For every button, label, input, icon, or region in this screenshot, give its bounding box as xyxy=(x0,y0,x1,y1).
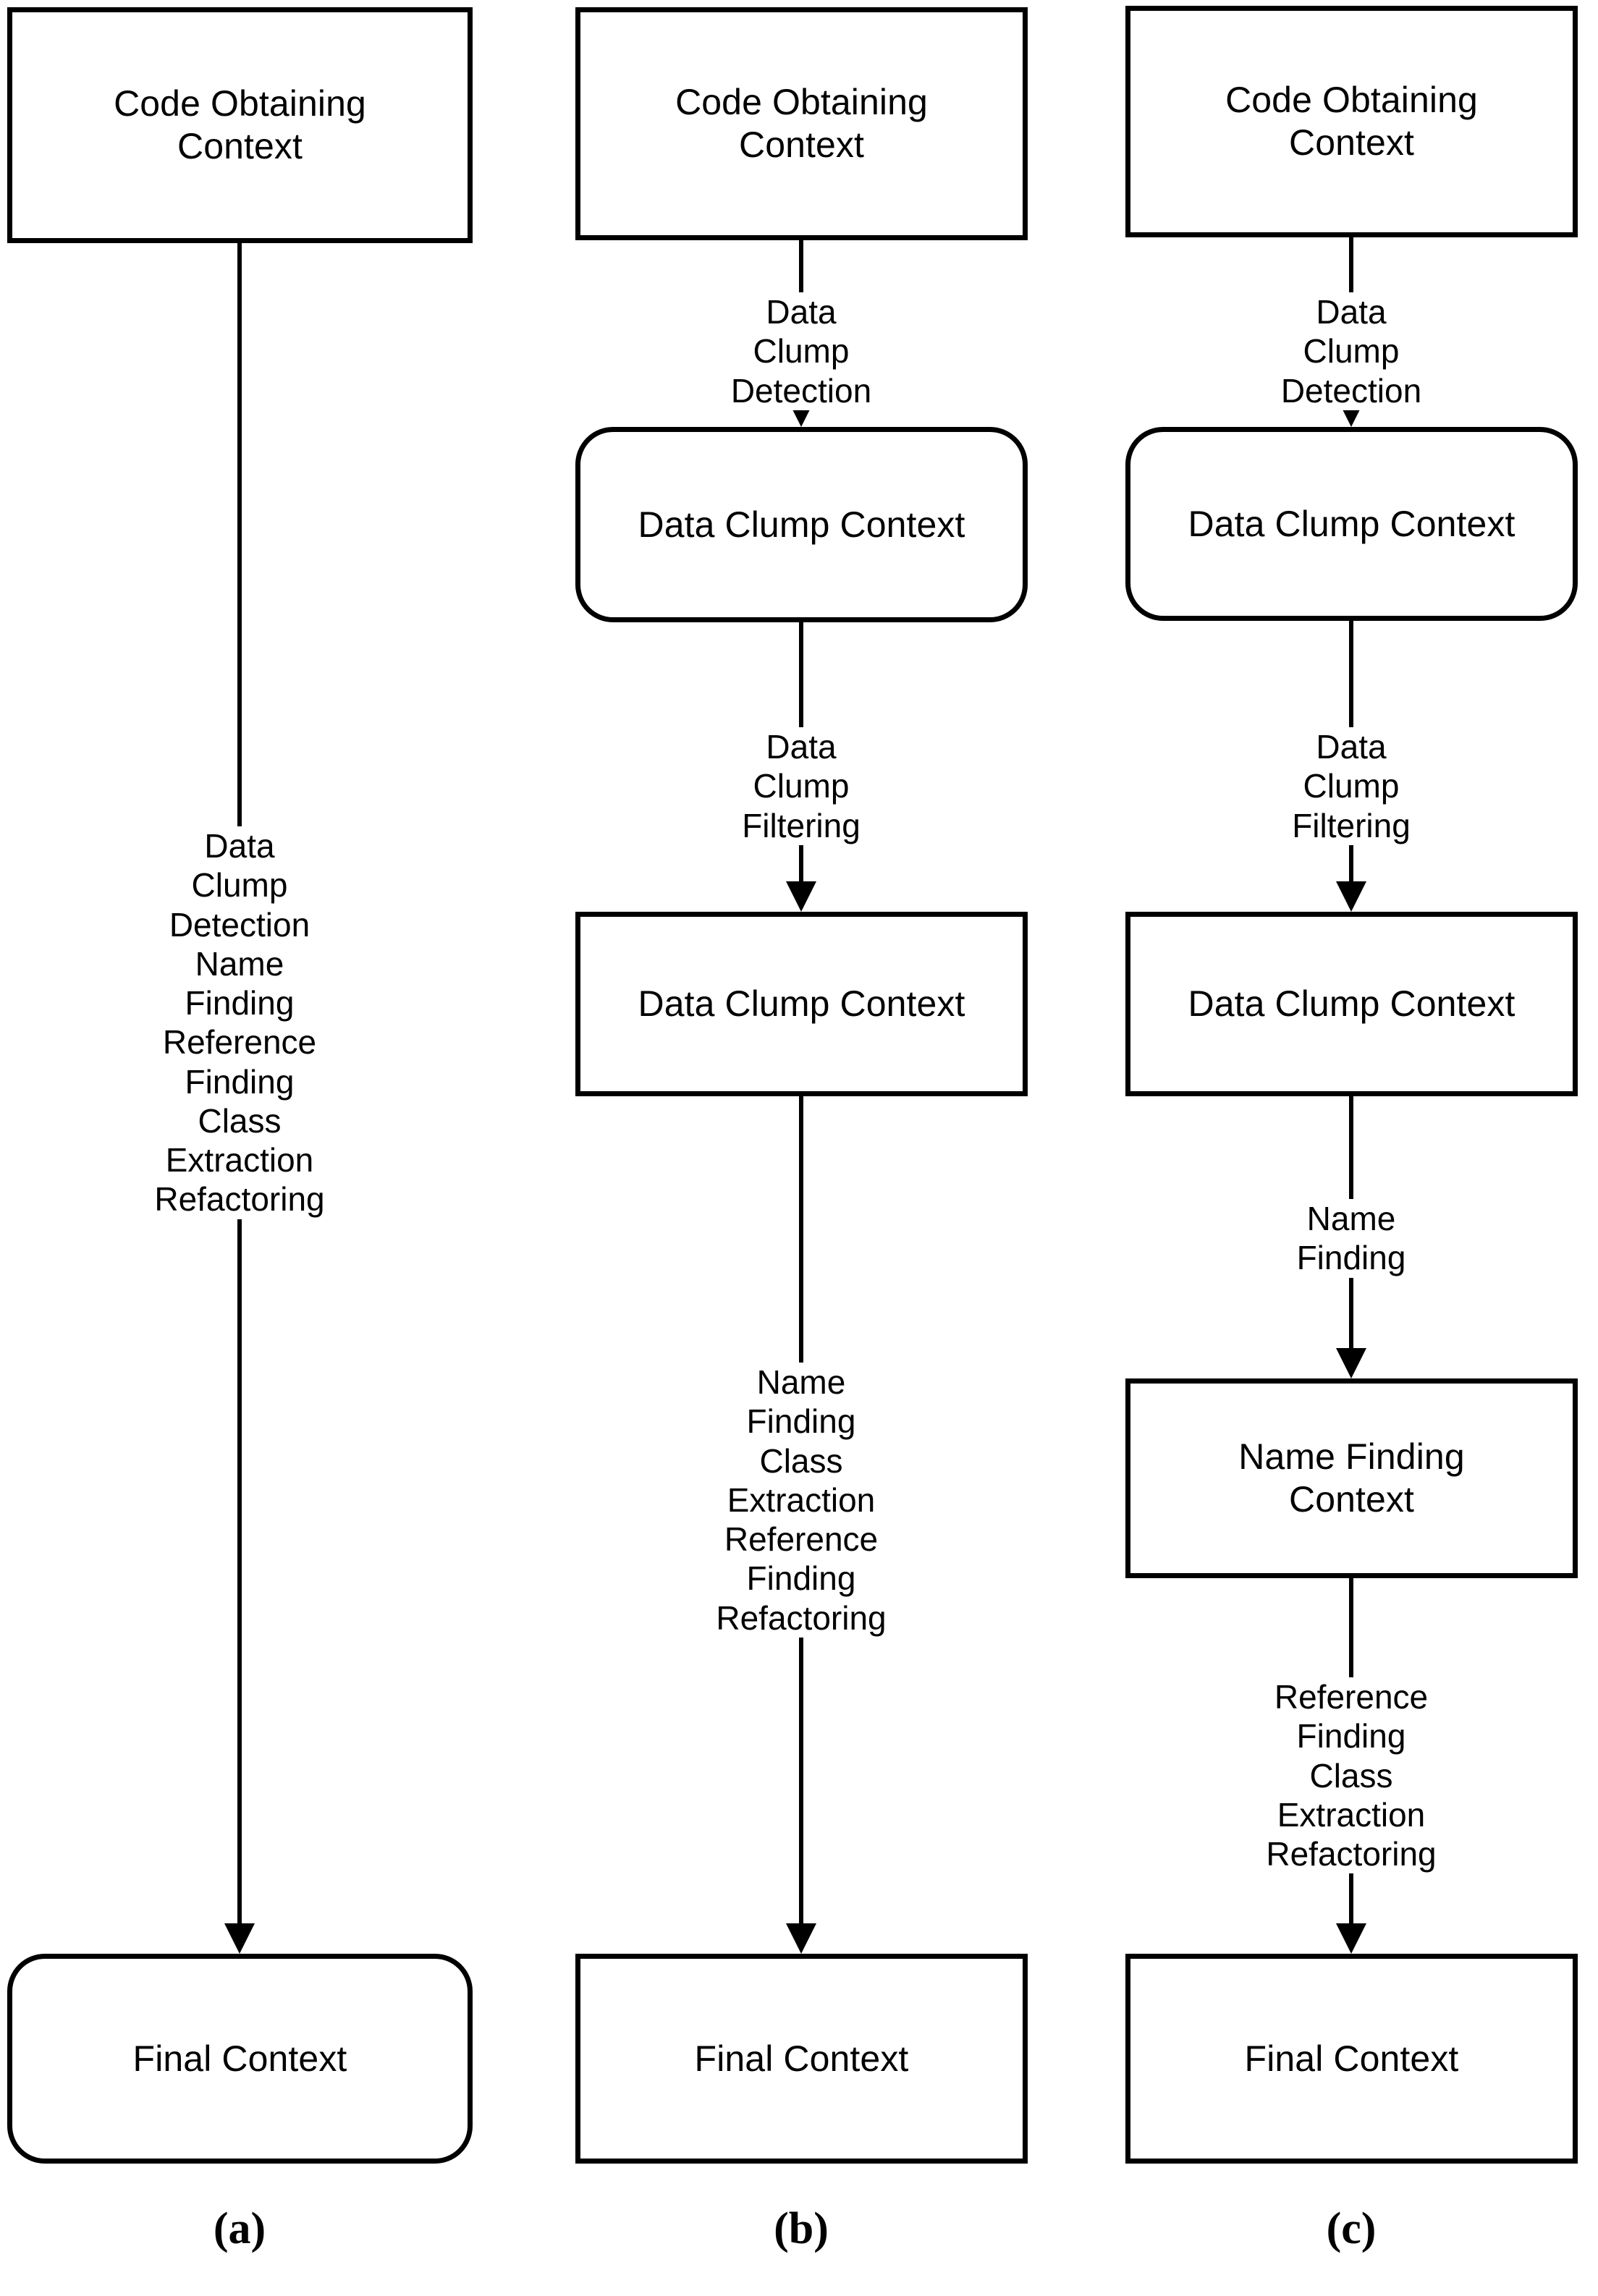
node-name-finding-context: Name Finding Context xyxy=(1125,1378,1578,1578)
node-data-clump-context-1: Data Clump Context xyxy=(575,427,1028,622)
diagram-column-b: Code Obtaining Context Data Clump Detect… xyxy=(550,0,1057,2296)
arrowhead-icon xyxy=(786,1923,816,1954)
arrowhead-icon xyxy=(1336,881,1366,912)
arrowhead-icon xyxy=(224,1923,255,1954)
node-final-context: Final Context xyxy=(575,1954,1028,2164)
edge-label: Data Clump Detection Name Finding Refere… xyxy=(150,826,329,1219)
arrowhead-icon xyxy=(1336,1348,1366,1378)
node-data-clump-context-2: Data Clump Context xyxy=(575,912,1028,1096)
node-code-obtaining-context: Code Obtaining Context xyxy=(7,7,473,243)
node-code-obtaining-context: Code Obtaining Context xyxy=(575,7,1028,240)
edge-label: Reference Finding Class Extraction Refac… xyxy=(1261,1677,1441,1874)
node-data-clump-context-2: Data Clump Context xyxy=(1125,912,1578,1096)
node-data-clump-context-1: Data Clump Context xyxy=(1125,427,1578,621)
diagram-column-c: Code Obtaining Context Data Clump Detect… xyxy=(1100,0,1598,2296)
arrowhead-icon xyxy=(786,881,816,912)
edge-label: Data Clump Detection xyxy=(1276,292,1426,410)
node-code-obtaining-context: Code Obtaining Context xyxy=(1125,6,1578,237)
edge-label: Name Finding Class Extraction Reference … xyxy=(711,1363,891,1638)
node-final-context: Final Context xyxy=(7,1954,473,2164)
edge-label: Name Finding xyxy=(1292,1199,1411,1278)
diagram-column-a: Code Obtaining Context Data Clump Detect… xyxy=(0,0,507,2296)
node-final-context: Final Context xyxy=(1125,1954,1578,2164)
caption-a: (a) xyxy=(213,2204,266,2253)
arrowhead-icon xyxy=(1336,1923,1366,1954)
edge-label: Data Clump Filtering xyxy=(737,727,865,845)
caption-c: (c) xyxy=(1326,2204,1377,2253)
edge-label: Data Clump Filtering xyxy=(1288,727,1415,845)
caption-b: (b) xyxy=(774,2204,829,2253)
edge-label: Data Clump Detection xyxy=(726,292,876,410)
